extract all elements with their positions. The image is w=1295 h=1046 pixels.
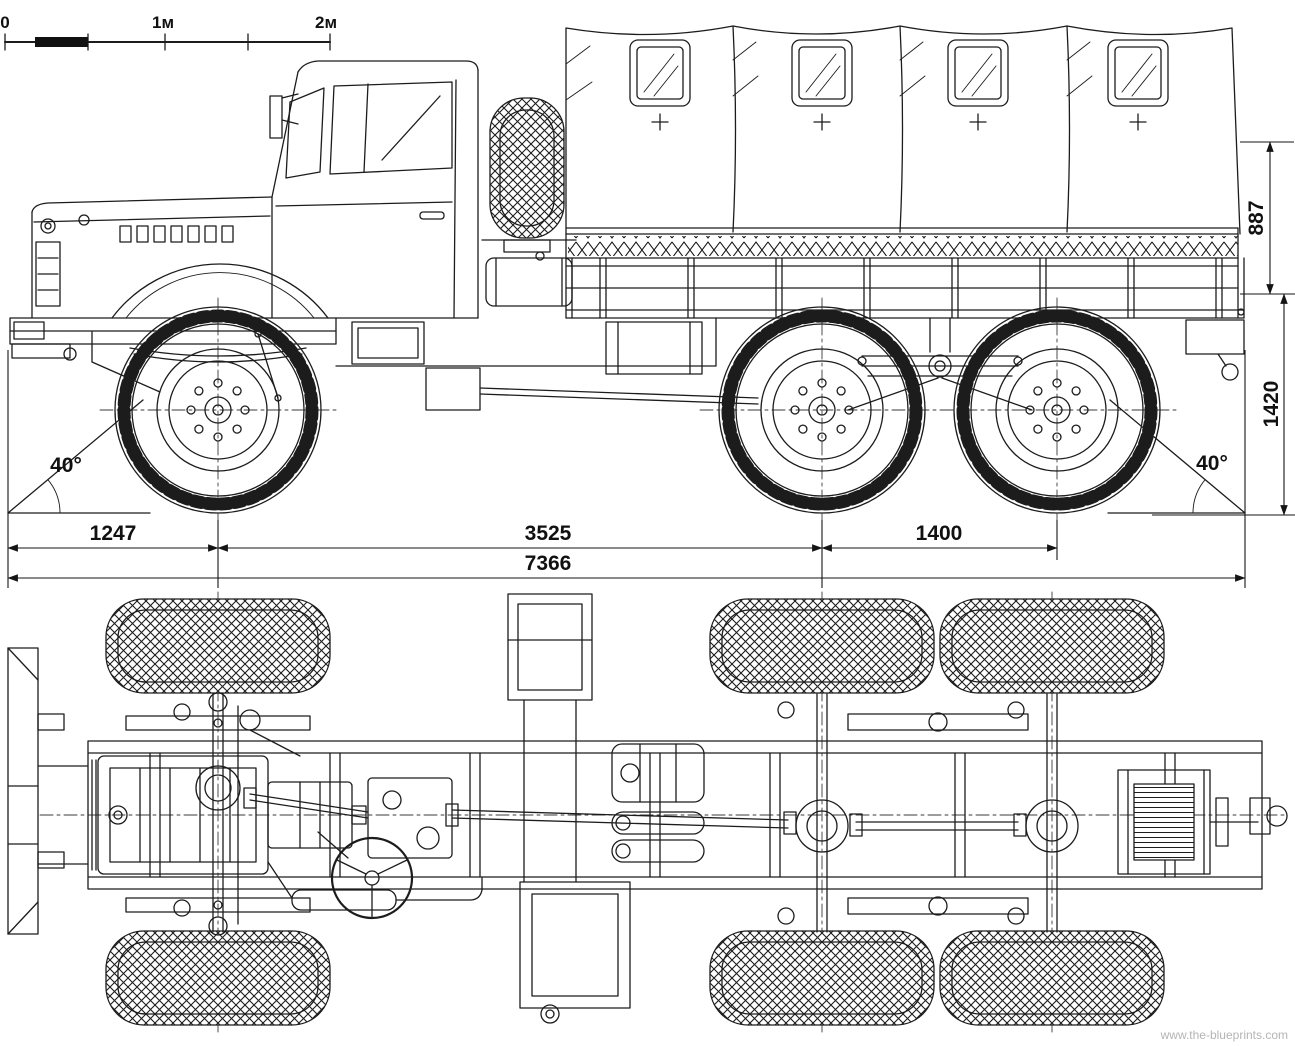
dim-wheelbase: 3525	[525, 522, 572, 545]
windshield	[285, 87, 325, 179]
spare-wheel-side	[481, 97, 577, 253]
dimension-lines	[7, 141, 1295, 588]
frame-rails	[87, 740, 1263, 890]
winch-plan	[1117, 769, 1259, 875]
front-left-wheel-plan	[105, 598, 331, 694]
dim-platform-height: 887	[1245, 200, 1268, 235]
canvas-window	[791, 39, 853, 131]
middle-left-wheel-plan	[709, 598, 935, 694]
front-right-wheel-plan	[105, 930, 331, 1026]
dimension-labels: 887 1420 1247 3525 1400 7366 40° 40°	[50, 200, 1283, 575]
angle-lines	[7, 399, 1246, 514]
scale-bar: 0 1м 2м	[0, 13, 337, 51]
watermark: www.the-blueprints.com	[1160, 1028, 1288, 1042]
scale-2m-label: 2м	[315, 13, 337, 32]
driveshafts-plan	[243, 787, 1027, 837]
transfer-case-plan	[367, 777, 453, 859]
dim-front-overhang: 1247	[90, 522, 137, 545]
dim-overall-length: 7366	[525, 552, 572, 575]
pintle-hook	[1249, 797, 1288, 835]
canvas-window	[947, 39, 1009, 131]
scale-zero-label: 0	[0, 13, 9, 32]
hood	[31, 196, 329, 319]
front-bumper-plan	[7, 647, 89, 935]
dim-rear-height: 1420	[1260, 381, 1283, 428]
driveshaft-side	[479, 387, 759, 405]
approach-angle-label: 40°	[50, 454, 82, 477]
fuel-tank-plan	[611, 743, 705, 863]
dim-bogie-spacing: 1400	[916, 522, 963, 545]
canvas-tilt	[565, 25, 1241, 256]
axles	[173, 692, 1079, 936]
transfer-case-side	[425, 367, 481, 411]
rear-crossmember	[1185, 319, 1245, 355]
plan-view	[7, 591, 1288, 1033]
cab-step	[351, 321, 425, 365]
exhaust-muffler	[267, 861, 483, 911]
canvas-window	[1107, 39, 1169, 131]
rear-left-wheel-plan	[939, 598, 1165, 694]
bogie-spring	[861, 355, 1019, 377]
middle-right-wheel-plan	[709, 930, 935, 1026]
rear-right-wheel-plan	[939, 930, 1165, 1026]
cargo-bed-side	[565, 227, 1245, 319]
rope-lacing	[568, 236, 1238, 256]
engine-plan	[91, 755, 269, 875]
toolbox	[605, 321, 703, 375]
rear-tow-hook	[1221, 363, 1239, 381]
front-wheel-side	[115, 307, 321, 513]
spare-carrier-plan	[507, 593, 631, 1024]
scale-1m-label: 1м	[152, 13, 174, 32]
chassis-side	[9, 317, 1245, 411]
canvas-window	[629, 39, 691, 131]
fuel-tank-side	[485, 251, 573, 307]
door-handle	[419, 211, 445, 220]
mirror	[269, 95, 283, 139]
cab	[269, 60, 479, 365]
departure-angle-label: 40°	[1196, 452, 1228, 475]
steering-wheel	[317, 831, 414, 920]
springs-plan	[125, 712, 1029, 916]
side-view	[7, 25, 1246, 587]
door-window	[329, 81, 453, 175]
front-fender	[111, 263, 329, 319]
rear-wheel-side	[954, 307, 1160, 513]
